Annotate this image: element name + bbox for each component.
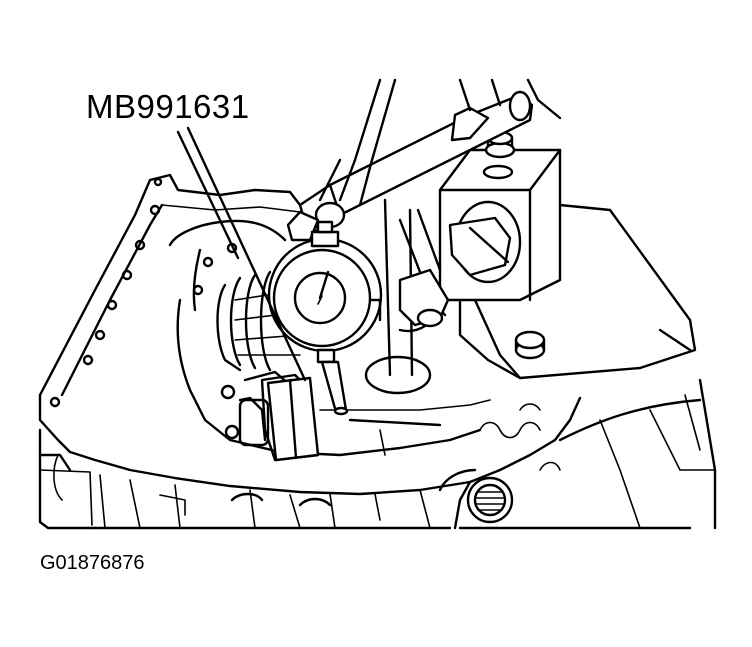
part-number-callout: MB991631 <box>86 88 250 125</box>
case-inner-bore <box>168 219 491 462</box>
stand-arm <box>286 78 562 328</box>
dial-indicator <box>267 220 383 416</box>
callout-leader-line <box>186 126 307 382</box>
magnetic-block <box>438 130 562 302</box>
figure-id-label: G01876876 <box>40 552 145 574</box>
transmission-case <box>38 173 717 530</box>
special-tool-plate <box>266 376 320 462</box>
callout-leader-line-secondary <box>176 130 240 260</box>
